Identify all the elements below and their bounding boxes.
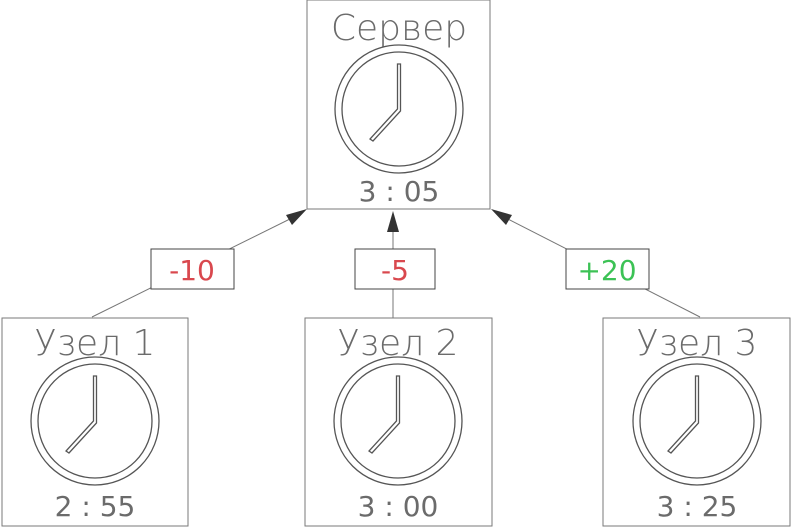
node-1-time: 2 : 55: [55, 490, 136, 523]
server-title: Сервер: [331, 8, 467, 49]
server-time: 3 : 05: [359, 175, 440, 208]
node-3-title: Узел 3: [637, 323, 758, 364]
node-box-2: Узел 2 3 : 00: [304, 317, 493, 527]
node-box-3: Узел 3 3 : 25: [602, 317, 791, 527]
offset-label-node-3: +20: [565, 248, 650, 290]
offset-value-node-2: -5: [381, 254, 409, 287]
offset-value-node-3: +20: [577, 254, 636, 287]
node-2-title: Узел 2: [338, 323, 459, 364]
node-3-time: 3 : 25: [657, 490, 738, 523]
node-1-title: Узел 1: [35, 323, 156, 364]
offset-label-node-2: -5: [354, 248, 436, 290]
offset-value-node-1: -10: [169, 254, 215, 287]
node-2-time: 3 : 00: [358, 490, 439, 523]
server-box: Сервер 3 : 05: [306, 0, 491, 210]
offset-label-node-1: -10: [150, 248, 235, 290]
node-box-1: Узел 1 2 : 55: [1, 317, 189, 527]
